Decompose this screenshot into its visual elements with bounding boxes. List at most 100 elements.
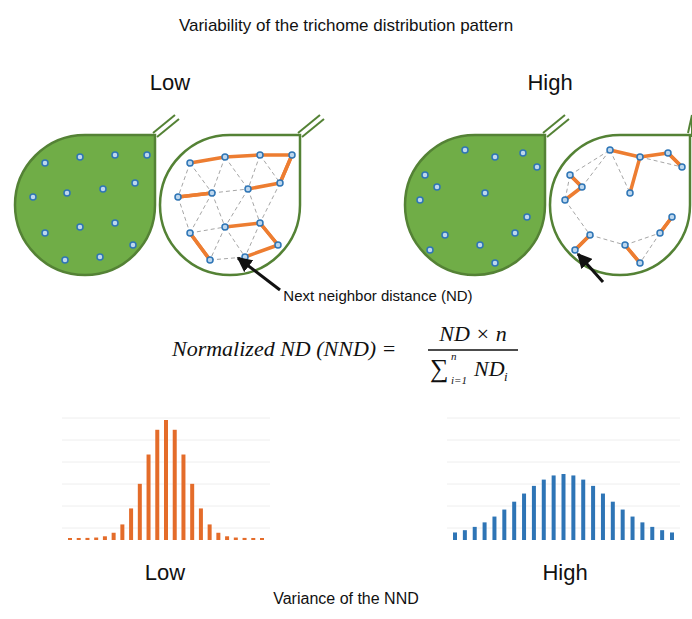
histogram-bar <box>68 538 72 540</box>
nearest-neighbor-line <box>280 155 292 183</box>
formula-limit: i=1 <box>451 374 467 387</box>
histogram-bar <box>173 430 177 540</box>
level-label: Low <box>145 560 185 585</box>
neighbor-line <box>225 155 260 157</box>
leaf <box>405 135 545 275</box>
neighbor-line <box>610 150 630 193</box>
neighbor-line <box>225 189 248 227</box>
neighbor-line <box>178 193 212 197</box>
nearest-neighbor-line <box>260 153 292 157</box>
trichome-dot <box>657 230 663 236</box>
nearest-neighbor-line <box>260 223 278 245</box>
leaf <box>15 135 155 275</box>
histogram-bar <box>640 522 644 540</box>
leaf-stem <box>157 119 179 137</box>
histogram-bar <box>512 502 516 540</box>
histogram-bar <box>234 538 238 540</box>
level-label: Low <box>150 70 190 95</box>
histogram-bar <box>453 532 457 540</box>
trichome-dot <box>242 254 248 260</box>
neighbor-line <box>610 150 640 157</box>
histogram-bar <box>260 538 264 540</box>
trichome-dot <box>587 232 593 238</box>
nearest-neighbor-line <box>640 153 668 157</box>
histogram-bar <box>650 527 654 540</box>
histogram-bar <box>190 484 194 540</box>
histogram-bar <box>571 475 575 540</box>
nearest-neighbor-line <box>190 233 210 260</box>
trichome-dot <box>30 194 36 200</box>
neighbor-line <box>190 157 225 163</box>
histogram-bar <box>147 455 151 540</box>
level-label: High <box>527 70 572 95</box>
pointer-label: Next neighbor distance (ND) <box>283 287 472 304</box>
histogram-bar <box>94 538 98 540</box>
formula-sum: ∑ <box>430 354 449 384</box>
trichome-dot <box>97 254 103 260</box>
histogram-bar <box>112 533 116 540</box>
neighbor-line <box>260 223 278 245</box>
trichome-dot <box>417 197 423 203</box>
trichome-dot <box>289 152 295 158</box>
trichome-dot <box>132 180 138 186</box>
grid-line <box>447 418 680 419</box>
histogram-bar <box>611 502 615 540</box>
trichome-dot <box>112 152 118 158</box>
neighbor-line <box>210 227 225 260</box>
neighbor-line <box>260 183 280 223</box>
histogram-bar <box>562 474 566 540</box>
leaf <box>160 135 300 275</box>
trichome-dot <box>422 172 428 178</box>
trichome-dot <box>62 257 68 263</box>
histogram-bar <box>85 538 89 540</box>
trichome-dot <box>665 150 671 156</box>
histogram-bar <box>463 530 467 540</box>
neighbor-line <box>190 163 212 193</box>
trichome-dot <box>100 186 106 192</box>
nearest-neighbor-line <box>245 245 278 257</box>
histogram-bar <box>199 508 203 540</box>
trichome-dot <box>245 186 251 192</box>
trichome-dot <box>442 232 448 238</box>
trichome-dot <box>512 230 518 236</box>
histogram-bar <box>660 530 664 540</box>
nearest-neighbor-line <box>610 150 640 157</box>
trichome-dot <box>567 172 573 178</box>
nearest-neighbor-line <box>190 157 225 163</box>
histogram-bar <box>155 430 159 540</box>
histogram-bar <box>243 538 247 540</box>
histogram-bar <box>164 420 168 540</box>
nearest-neighbor-line <box>280 155 292 183</box>
neighbor-line <box>280 155 292 183</box>
leaf-stem <box>691 119 692 137</box>
leaf-group <box>15 115 692 282</box>
trichome-dot <box>209 190 215 196</box>
histogram-bar <box>138 484 142 540</box>
fraction-bar <box>428 349 518 351</box>
histogram-bar <box>601 494 605 540</box>
trichome-dot <box>520 150 526 156</box>
neighbor-line <box>225 157 248 189</box>
neighbor-line <box>260 155 292 156</box>
neighbor-line <box>178 163 190 197</box>
neighbor-line <box>248 155 260 189</box>
pointer-arrow <box>238 258 280 290</box>
trichome-dot <box>492 154 498 160</box>
formula-limit: n <box>451 350 457 363</box>
trichome-dot <box>462 147 468 153</box>
trichome-dot <box>477 242 483 248</box>
nearest-neighbor-line <box>225 223 260 227</box>
formula-text: Normalized ND (NND) = <box>172 336 396 361</box>
histogram-bar <box>522 494 526 540</box>
histogram-bar <box>591 486 595 540</box>
neighbor-line <box>248 189 260 223</box>
histogram-bar <box>581 480 585 540</box>
trichome-dot <box>482 190 488 196</box>
histogram-bar <box>129 508 133 540</box>
neighbor-line <box>245 245 278 257</box>
trichome-dot <box>187 230 193 236</box>
level-label: High <box>542 560 587 585</box>
histogram-group <box>62 418 680 540</box>
trichome-dot <box>207 257 213 263</box>
histogram-bar <box>473 527 477 540</box>
